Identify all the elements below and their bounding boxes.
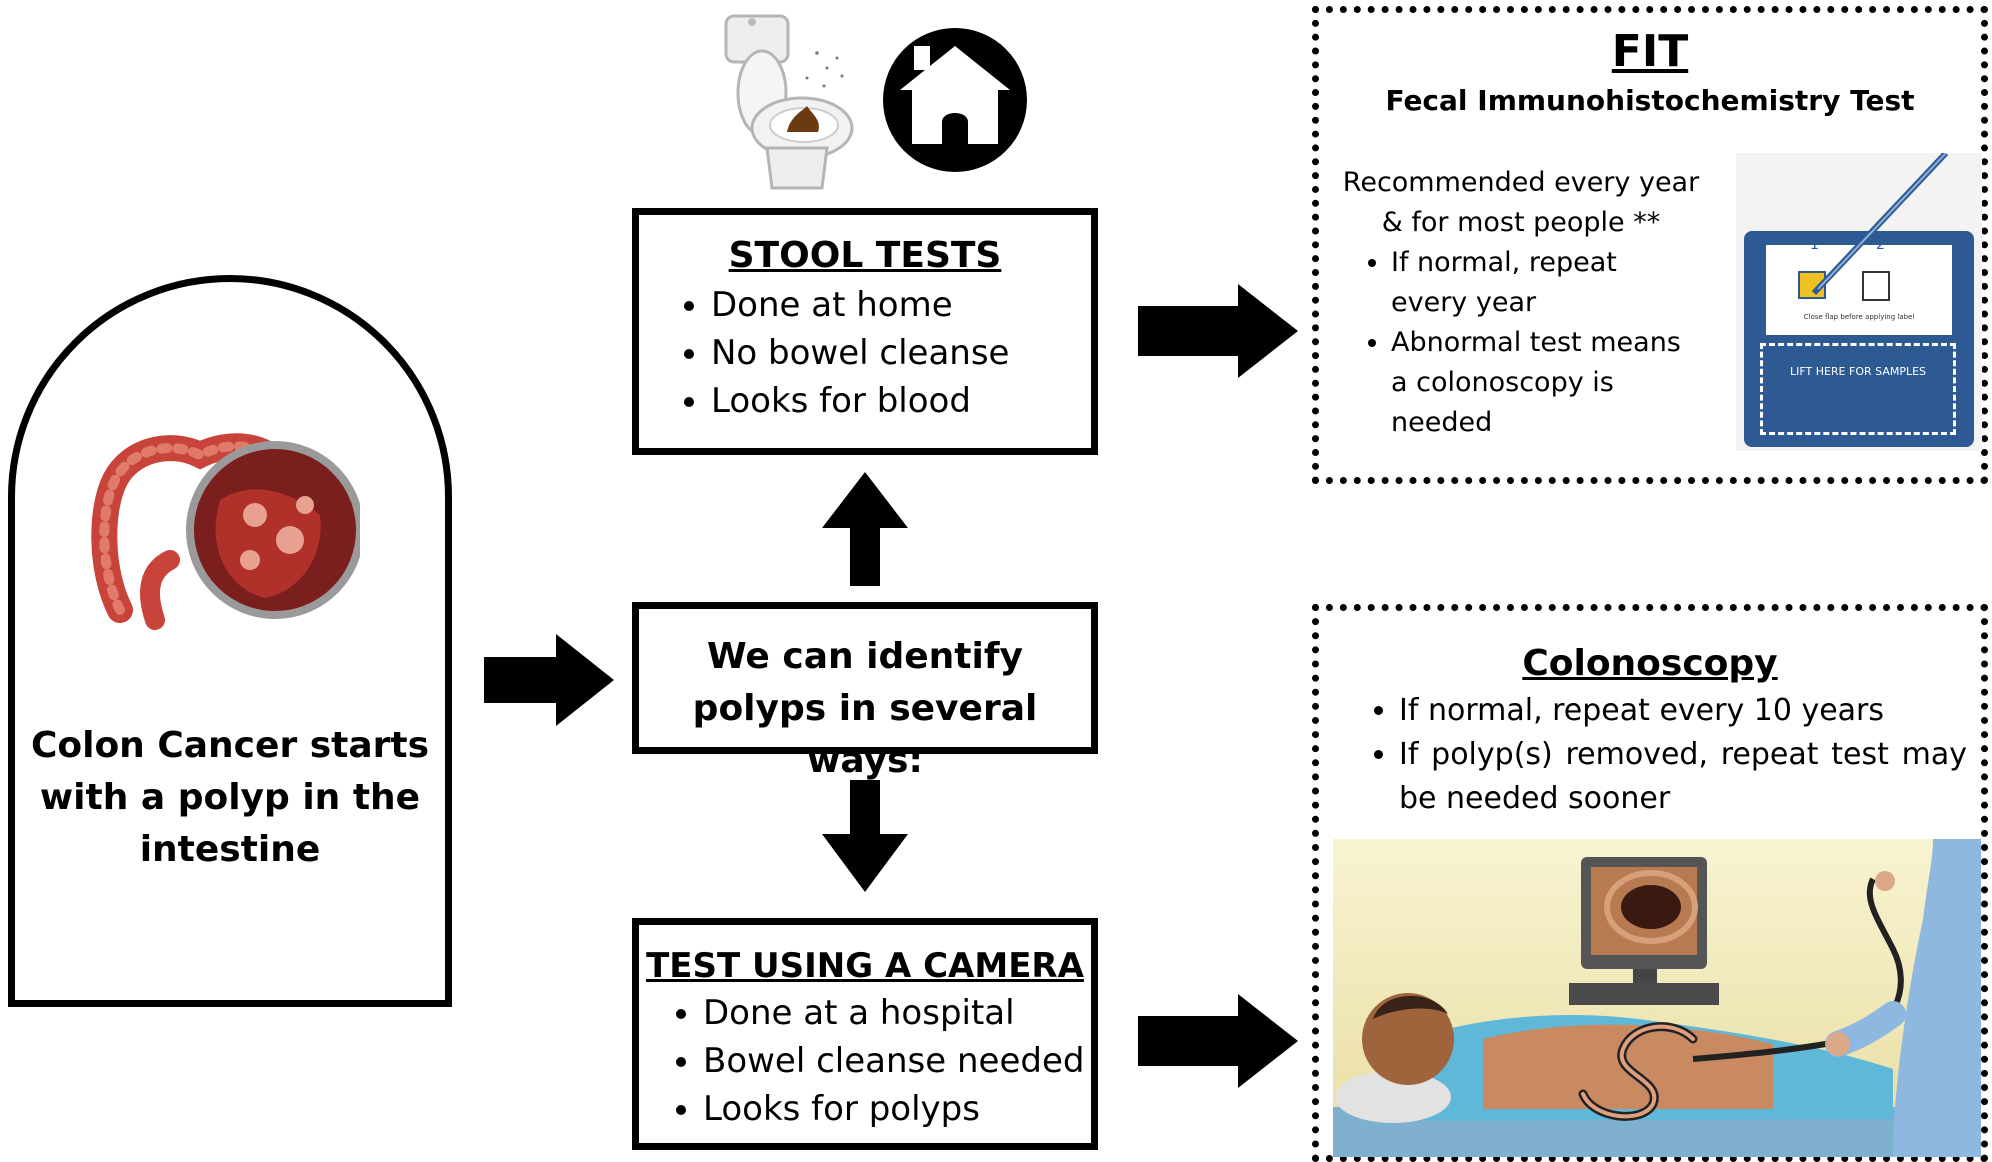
origin-text: Colon Cancer starts with a polyp in the … [30,725,430,870]
fit-sample-card: 1 2 Close flap before applying label LIF… [1736,153,1982,451]
list-item: Abnormal test means a colonoscopy is nee… [1391,323,1701,443]
fit-subtitle: Fecal Immunohistochemistry Test [1385,84,1915,117]
list-item: Looks for polyps [703,1085,1091,1133]
camera-test-list: Done at a hospital Bowel cleanse needed … [639,989,1091,1133]
pen-icon [1811,153,1949,296]
list-item: Done at a hospital [703,989,1091,1037]
arrow-right-icon [1138,994,1298,1088]
fit-list: If normal, repeat every year Abnormal te… [1341,243,1701,443]
center-box: We can identify polyps in several ways: [632,602,1098,781]
arrow-up-icon [822,472,908,586]
fit-box: FIT Fecal Immunohistochemistry Test Reco… [1312,6,1988,484]
stool-tests-list: Done at home No bowel cleanse Looks for … [639,281,1091,425]
colonoscopy-procedure-icon [1333,839,1981,1157]
list-item: Looks for blood [711,377,1091,425]
fit-card-flap-text: Close flap before applying label [1803,313,1915,321]
colonoscopy-list: If normal, repeat every 10 years If poly… [1319,689,1981,821]
list-item: Done at home [711,281,1091,329]
list-item: If normal, repeat every year [1391,243,1701,323]
colonoscopy-box: Colonoscopy If normal, repeat every 10 y… [1312,604,1988,1162]
arrow-down-icon [822,780,908,892]
arrow-right-icon [1138,284,1298,378]
list-item: If normal, repeat every 10 years [1399,689,1967,733]
fit-card-number-1: 1 [1810,237,1819,253]
colon-polyp-icon [91,433,360,630]
camera-test-title: TEST USING A CAMERA [646,946,1084,986]
fit-card-lift-text: LIFT HERE FOR SAMPLES [1789,365,1927,378]
camera-test-box: TEST USING A CAMERA Done at a hospital B… [632,918,1098,1150]
colonoscopy-title: Colonoscopy [1522,643,1778,684]
center-text: We can identify polyps in several ways: [692,636,1038,781]
toilet-icon [724,14,854,190]
fit-intro: Recommended every year & for most people… [1342,167,1700,238]
stool-tests-title: STOOL TESTS [728,235,1002,276]
list-item: No bowel cleanse [711,329,1091,377]
list-item: Bowel cleanse needed [703,1037,1091,1085]
fit-card-number-2: 2 [1876,237,1885,253]
fit-title: FIT [1611,26,1689,77]
list-item: If polyp(s) removed, repeat test may be … [1399,733,1967,821]
empty-box-icon [1862,271,1890,301]
arrow-right-icon [484,634,614,726]
house-icon [883,28,1027,172]
origin-arch [8,275,452,1007]
stool-tests-box: STOOL TESTS Done at home No bowel cleans… [632,208,1098,455]
